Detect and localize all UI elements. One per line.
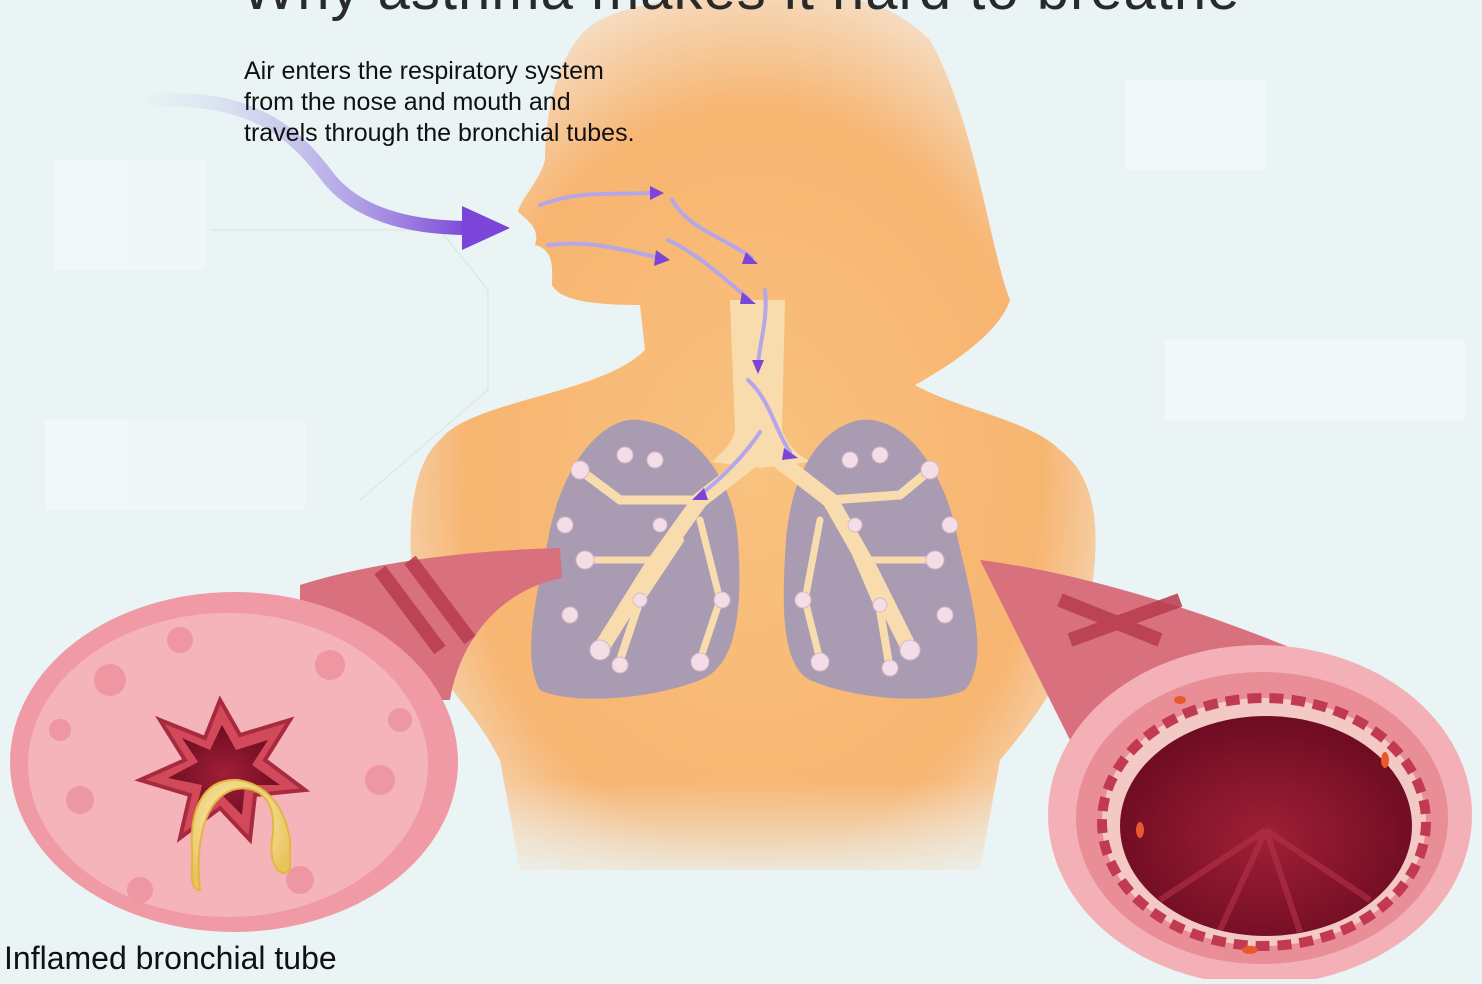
caption-line: Air enters the respiratory system	[244, 56, 804, 87]
inflamed-tube-label: Inflamed bronchial tube	[4, 940, 337, 977]
caption-line: travels through the bronchial tubes.	[244, 118, 804, 149]
caption-line: from the nose and mouth and	[244, 87, 804, 118]
normal-tube-illustration	[980, 560, 1472, 979]
page-title: Why asthma makes it hard to breathe	[0, 0, 1482, 23]
airflow-caption: Air enters the respiratory system from t…	[244, 56, 804, 149]
